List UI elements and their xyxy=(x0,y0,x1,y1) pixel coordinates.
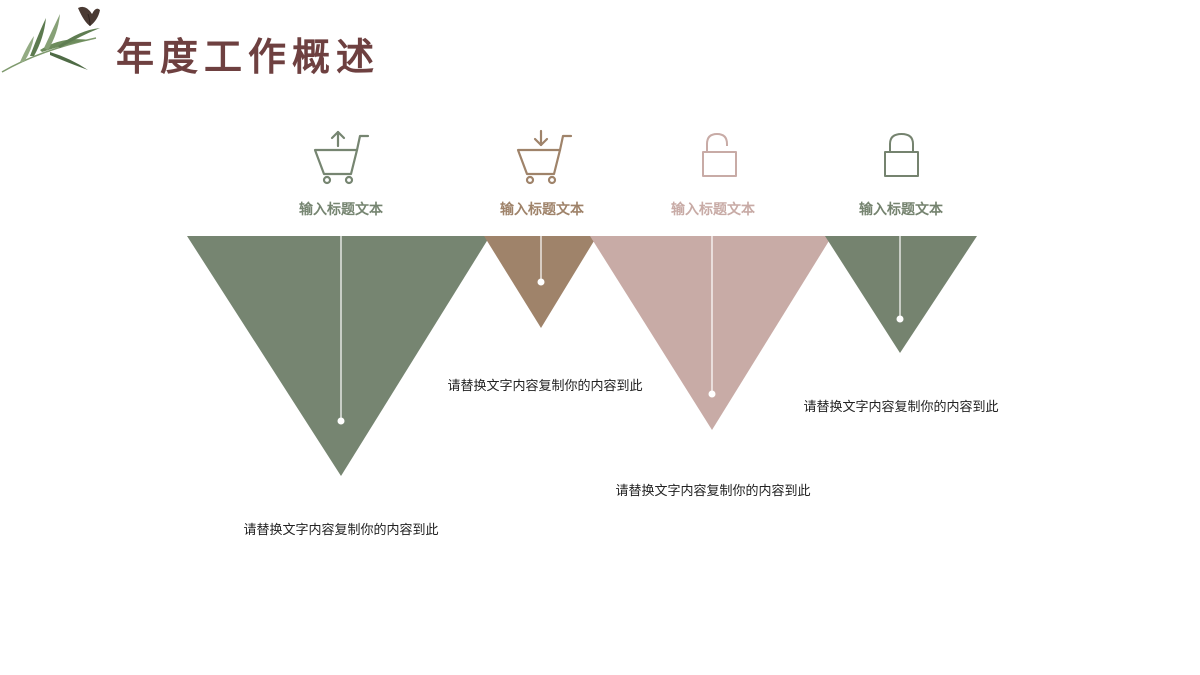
pointer-dot-2 xyxy=(537,278,545,286)
item-2-description: 请替换文字内容复制你的内容到此 xyxy=(447,379,643,394)
item-2-title: 输入标题文本 xyxy=(500,202,584,218)
pointer-dot-1 xyxy=(337,417,345,425)
triangle-3 xyxy=(590,236,832,430)
bamboo-butterfly-decoration xyxy=(1,6,100,73)
page-title: 年度工作概述 xyxy=(116,34,381,79)
cart-download-icon xyxy=(516,129,573,185)
lock-icon xyxy=(884,133,919,177)
pointer-dot-3 xyxy=(708,390,716,398)
unlock-icon xyxy=(702,133,737,177)
triangle-4 xyxy=(825,236,977,353)
triangle-1 xyxy=(187,236,490,476)
item-3-title: 输入标题文本 xyxy=(671,202,755,218)
item-1-title: 输入标题文本 xyxy=(299,202,383,218)
pointer-dot-4 xyxy=(896,315,904,323)
cart-upload-icon xyxy=(313,130,370,185)
item-4-description: 请替换文字内容复制你的内容到此 xyxy=(803,400,999,415)
item-1-description: 请替换文字内容复制你的内容到此 xyxy=(243,523,439,538)
item-3-description: 请替换文字内容复制你的内容到此 xyxy=(615,484,811,499)
item-4-title: 输入标题文本 xyxy=(859,202,943,218)
